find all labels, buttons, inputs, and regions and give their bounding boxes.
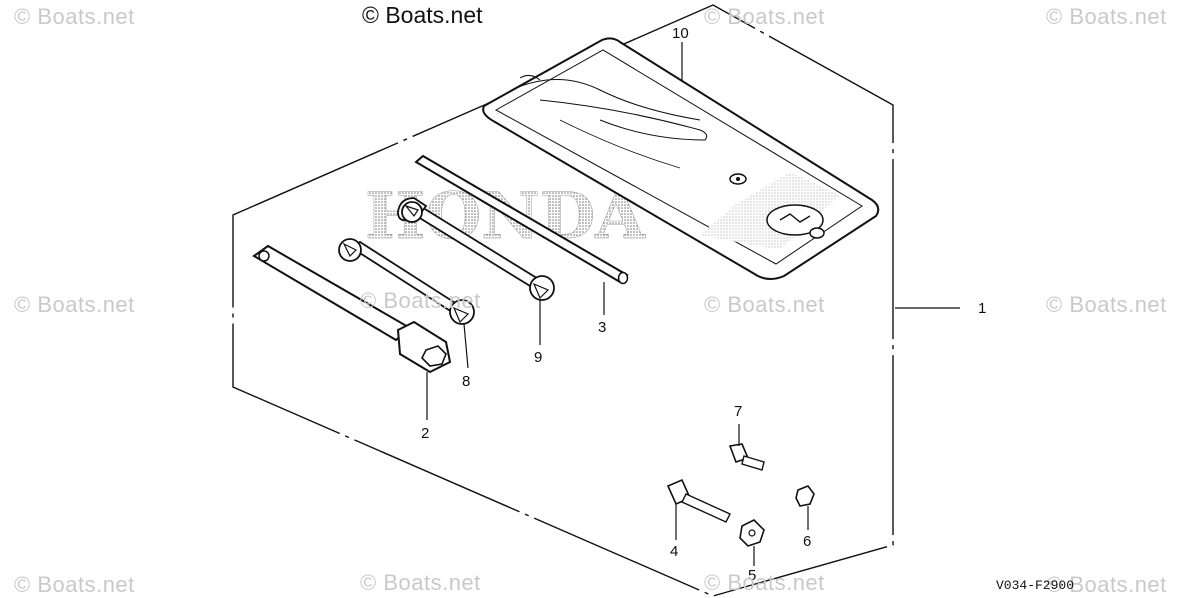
callout-10: 10 [672, 25, 689, 42]
callout-3: 3 [598, 319, 606, 336]
bolt [666, 478, 731, 523]
callout-9: 9 [534, 349, 542, 366]
watermark-text: © Boats.net [14, 572, 135, 597]
watermark-text: © Boats.net [704, 570, 825, 595]
callout-4: 4 [670, 543, 678, 560]
callout-6: 6 [803, 533, 811, 550]
watermark-text: © Boats.net [14, 292, 135, 317]
watermark-text: © Boats.net [1046, 572, 1167, 597]
leader-lines [426, 42, 960, 566]
flange-nut [739, 519, 765, 547]
open-end-wrench-small [338, 238, 475, 325]
tool-bag [482, 37, 880, 280]
copyright-label: © Boats.net [362, 2, 483, 28]
plug-wrench [252, 244, 452, 374]
watermark-text: © Boats.net [704, 4, 825, 29]
open-end-wrench-large [397, 197, 555, 301]
flange-bolt [728, 443, 765, 471]
watermark-text: © Boats.net [14, 4, 135, 29]
callout-1: 1 [978, 300, 986, 317]
callout-5: 5 [748, 567, 756, 584]
watermark-text: © Boats.net [1046, 292, 1167, 317]
nut [795, 485, 815, 507]
watermark-text: © Boats.net [1046, 4, 1167, 29]
callout-7: 7 [734, 403, 742, 420]
kit-outline [232, 4, 894, 597]
callout-2: 2 [421, 425, 429, 442]
callout-8: 8 [462, 373, 470, 390]
handle-bar [414, 154, 629, 285]
callouts: 10 1 2 3 8 9 7 4 5 6 [421, 25, 986, 584]
watermark-text: © Boats.net [704, 292, 825, 317]
diagram-code: V034-F2900 [996, 578, 1075, 593]
watermark-text: © Boats.net [360, 288, 481, 313]
watermark-text: © Boats.net [360, 570, 481, 595]
